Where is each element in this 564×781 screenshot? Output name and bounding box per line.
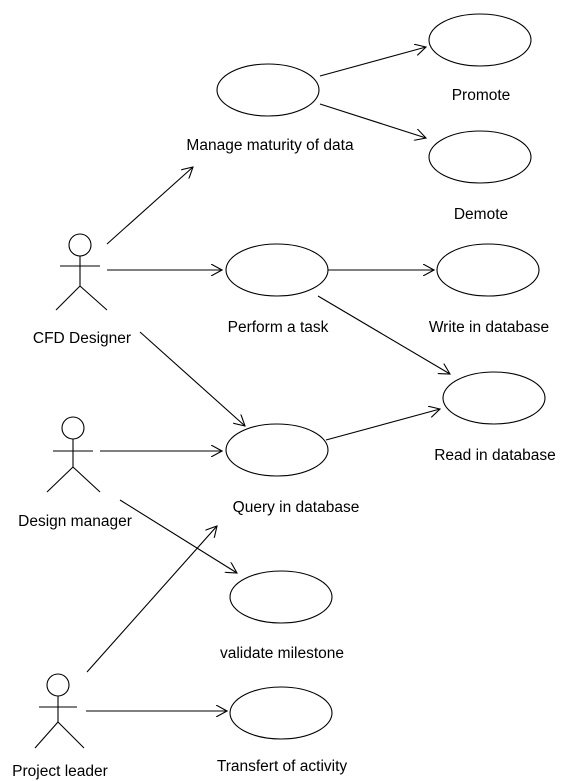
arrow-perform-to-read — [317, 295, 450, 374]
use-case-promote[interactable]: Promote — [428, 13, 532, 104]
arrow-manage-to-demote — [319, 103, 426, 138]
use-case-validate-milestone[interactable]: validate milestone — [220, 570, 344, 662]
use-case-label-transfer-activity: Transfert of activity — [217, 758, 348, 775]
actor-project-leader[interactable]: Project leader — [12, 673, 108, 780]
use-case-manage-maturity[interactable]: Manage maturity of data — [186, 63, 354, 154]
arrow-cfd-to-manage — [106, 167, 193, 245]
use-case-transfer-activity[interactable]: Transfert of activity — [217, 686, 348, 775]
use-case-write-db[interactable]: Write in database — [429, 243, 549, 336]
use-case-perform-task[interactable]: Perform a task — [225, 243, 329, 336]
actor-left-leg — [55, 285, 81, 311]
actor-head — [61, 416, 85, 440]
use-case-ellipse — [428, 130, 532, 184]
use-case-ellipse — [229, 686, 333, 740]
use-case-label-demote: Demote — [454, 206, 508, 223]
use-case-ellipse — [216, 63, 320, 117]
use-case-ellipse — [229, 570, 333, 624]
actor-left-leg — [46, 466, 74, 493]
actor-right-leg — [79, 285, 108, 311]
actor-right-leg — [72, 466, 101, 493]
actor-cfd-designer[interactable]: CFD Designer — [33, 233, 131, 347]
use-case-label-promote: Promote — [452, 87, 511, 104]
use-case-read-db[interactable]: Read in database — [434, 371, 556, 464]
use-case-label-query-db: Query in database — [233, 499, 360, 516]
actor-head — [46, 673, 70, 697]
actor-label-project-leader: Project leader — [12, 763, 108, 780]
use-case-ellipse — [225, 243, 329, 297]
actor-label-design-manager: Design manager — [18, 513, 132, 530]
use-case-label-read-db: Read in database — [434, 447, 556, 464]
use-case-demote[interactable]: Demote — [428, 130, 532, 223]
arrow-query-to-read — [325, 409, 440, 441]
use-case-label-manage-maturity: Manage maturity of data — [186, 137, 354, 154]
arrow-manage-to-promote — [319, 47, 426, 77]
actor-design-manager[interactable]: Design manager — [18, 416, 132, 530]
use-case-ellipse — [436, 243, 540, 297]
use-case-label-validate-milestone: validate milestone — [220, 645, 344, 662]
use-case-query-db[interactable]: Query in database — [225, 423, 360, 516]
use-case-label-perform-task: Perform a task — [228, 319, 329, 336]
use-case-ellipse — [428, 13, 532, 67]
arrow-cfd-to-query — [139, 331, 245, 426]
actor-label-cfd-designer: CFD Designer — [33, 330, 131, 347]
arrow-leader-to-query — [86, 526, 217, 673]
actor-left-leg — [34, 721, 59, 749]
use-case-label-write-db: Write in database — [429, 319, 549, 336]
use-case-ellipse — [442, 371, 546, 425]
actor-head — [68, 233, 92, 257]
arrow-manager-to-validate — [119, 499, 237, 573]
use-case-ellipse — [225, 423, 329, 477]
actor-right-leg — [57, 721, 85, 749]
